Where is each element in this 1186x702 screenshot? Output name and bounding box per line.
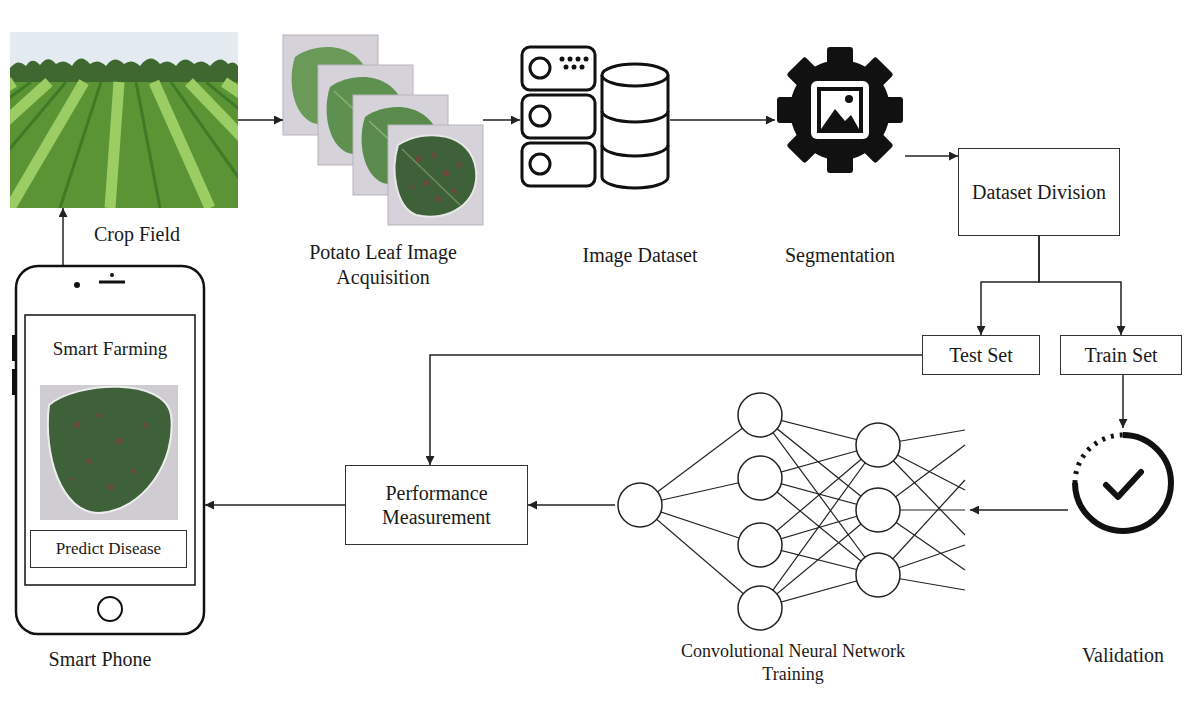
process-box: Dataset Division bbox=[958, 148, 1120, 236]
node-caption: Smart Farming bbox=[15, 337, 205, 361]
flow-arrow bbox=[1039, 236, 1121, 335]
flow-arrow bbox=[430, 355, 922, 465]
flow-arrow bbox=[1122, 375, 1124, 428]
validation-node: Validation bbox=[1068, 428, 1178, 538]
leaf-acquisition-node: Potato Leaf Image Acquisition bbox=[283, 35, 483, 227]
neural-network bbox=[618, 393, 965, 630]
database-icon bbox=[522, 47, 668, 188]
flow-arrow bbox=[981, 236, 1039, 335]
node-label: Predict Disease bbox=[56, 539, 161, 559]
node-caption: Potato Leaf Image Acquisition bbox=[278, 240, 488, 290]
gear-icon bbox=[777, 47, 903, 173]
validation-icon bbox=[1075, 435, 1171, 531]
flow-arrow bbox=[528, 504, 615, 506]
node-caption: Image Dataset bbox=[565, 243, 715, 268]
crop-field-node: Crop Field bbox=[10, 32, 238, 208]
flow-arrow bbox=[970, 509, 1068, 511]
flow-arrow bbox=[238, 119, 283, 121]
phone-node: Smart FarmingSmart PhonePredict Disease bbox=[15, 265, 205, 635]
flow-arrow bbox=[670, 119, 775, 121]
node-caption: Convolutional Neural Network Training bbox=[663, 640, 923, 685]
cnn-node: Convolutional Neural Network Training bbox=[615, 385, 970, 635]
flow-arrow bbox=[205, 504, 345, 506]
segmentation-node: Segmentation bbox=[775, 45, 905, 175]
node-caption: Segmentation bbox=[765, 243, 915, 268]
node-label: Train Set bbox=[1084, 343, 1157, 367]
leaf-images bbox=[283, 35, 483, 225]
flow-arrow bbox=[483, 119, 520, 121]
node-caption: Crop Field bbox=[72, 222, 202, 247]
flow-arrow bbox=[905, 155, 958, 157]
crop-field-photo bbox=[10, 32, 238, 208]
process-box: Test Set bbox=[922, 335, 1040, 375]
node-label: Performance Measurement bbox=[354, 481, 519, 529]
process-box: Performance Measurement bbox=[345, 465, 528, 545]
phone-outline bbox=[12, 266, 204, 634]
node-label: Dataset Division bbox=[972, 180, 1106, 204]
node-caption: Validation bbox=[1048, 643, 1186, 668]
node-caption: Smart Phone bbox=[5, 647, 195, 672]
process-box: Train Set bbox=[1060, 335, 1182, 375]
dataset-node: Image Dataset bbox=[520, 45, 670, 190]
flow-arrow bbox=[62, 208, 64, 265]
button-box: Predict Disease bbox=[30, 530, 187, 568]
node-label: Test Set bbox=[949, 343, 1013, 367]
